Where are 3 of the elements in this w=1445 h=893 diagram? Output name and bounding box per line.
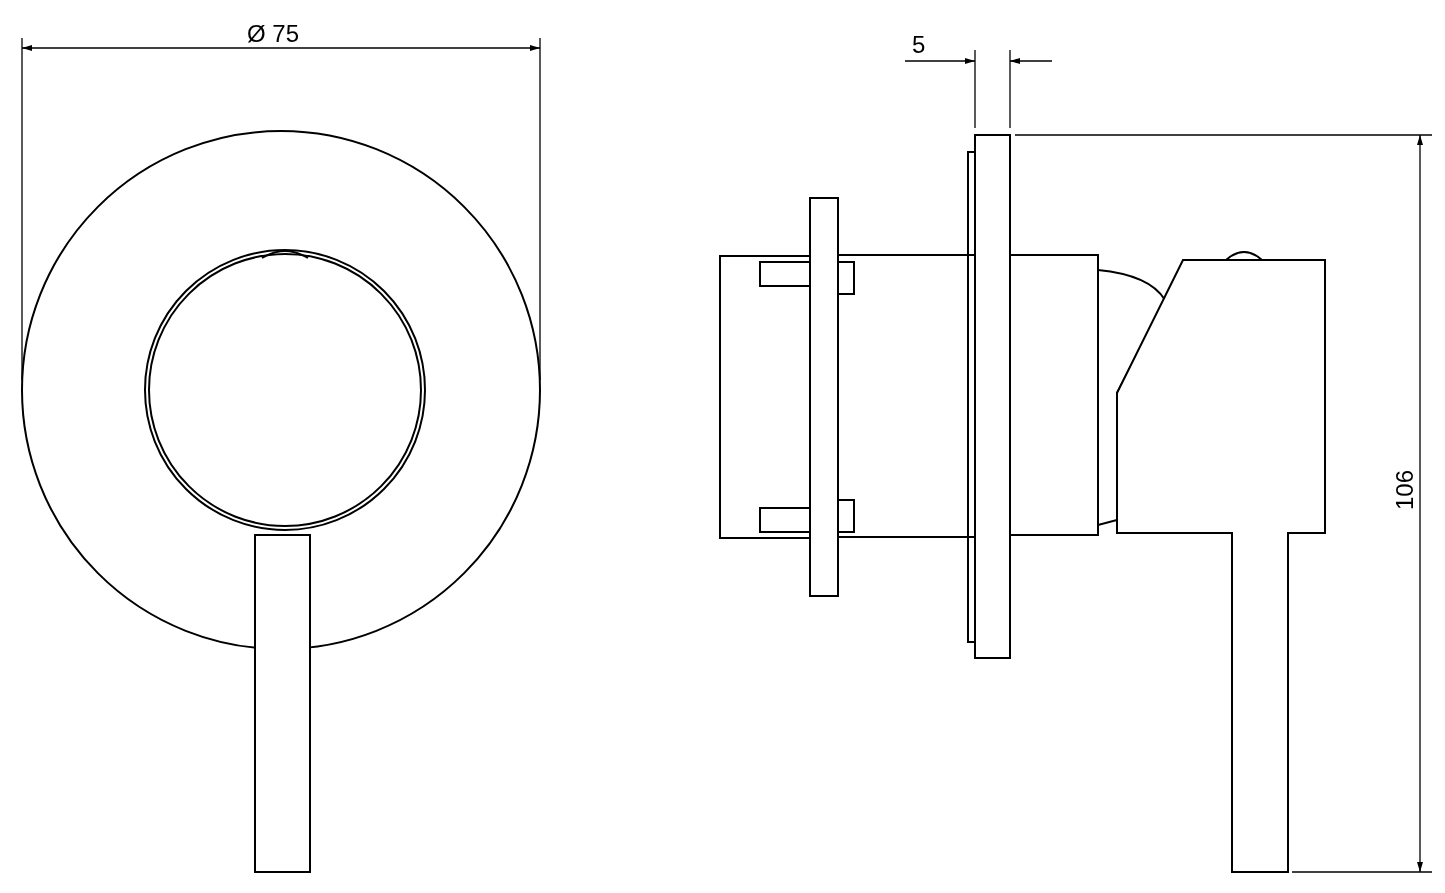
dimension-label: 5 [912,33,926,57]
dimension-label: Ø 75 [247,22,300,46]
dimension-label: 106 [1393,470,1417,511]
